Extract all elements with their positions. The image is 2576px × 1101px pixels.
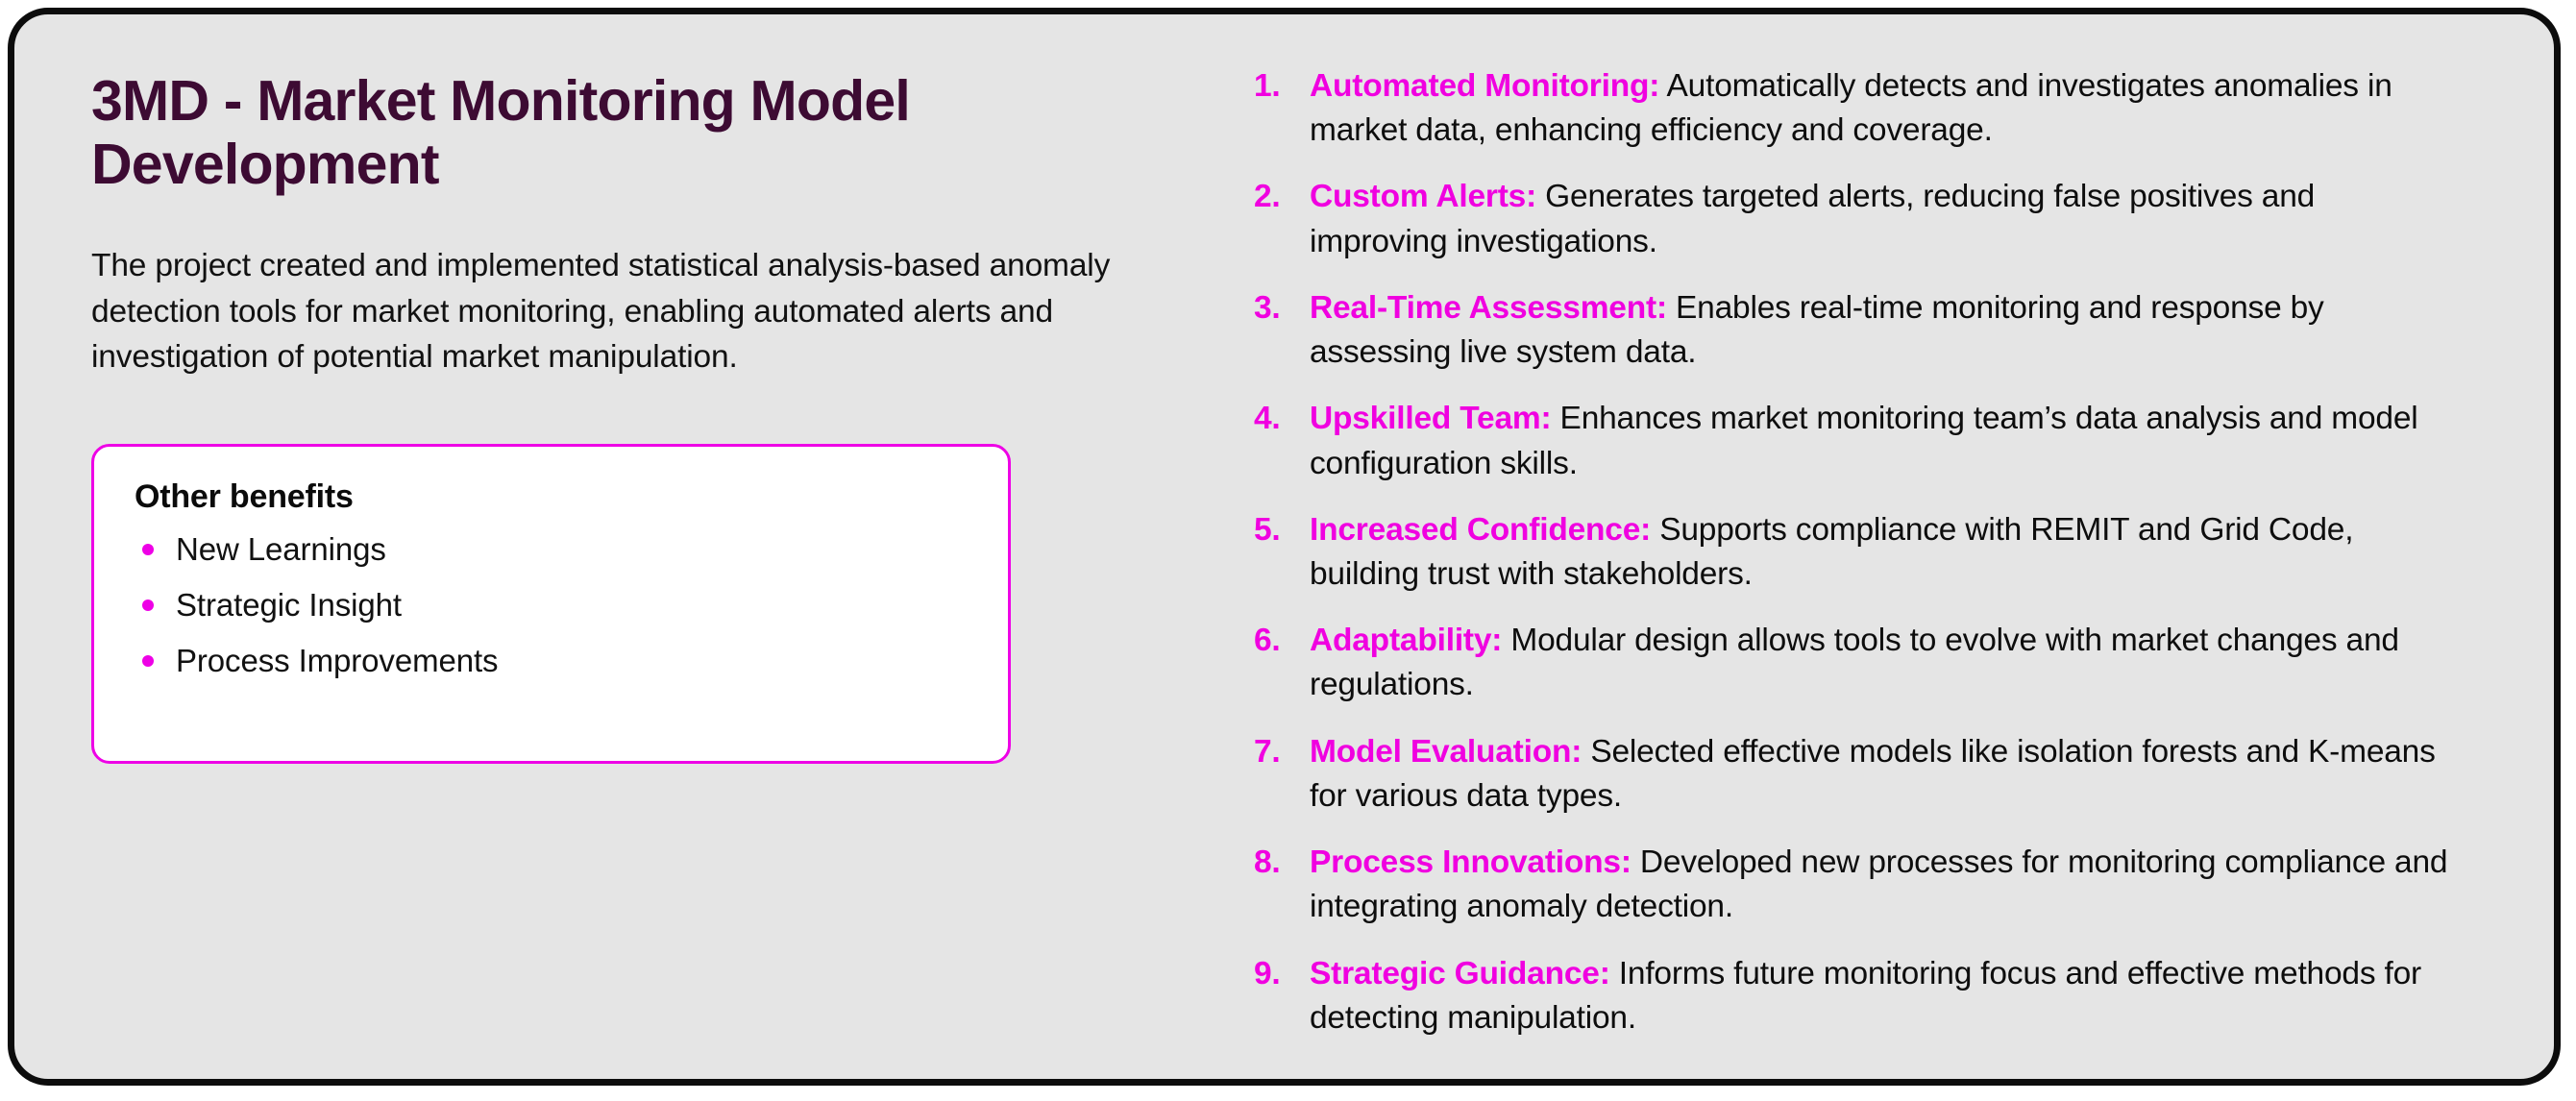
outcome-body: Supports compliance with REMIT and Grid … xyxy=(1310,511,2354,592)
outcome-lead: Model Evaluation: xyxy=(1310,733,1582,770)
list-item: 5. Increased Confidence: Supports complia… xyxy=(1254,508,2448,597)
other-benefits-box: Other benefits New Learnings Strategic I… xyxy=(91,443,1011,764)
outcome-number: 1. xyxy=(1254,68,1281,104)
outcome-lead: Automated Monitoring: xyxy=(1310,68,1660,104)
list-item: Process Improvements xyxy=(135,641,971,681)
outcome-number: 3. xyxy=(1254,289,1281,326)
page-title: 3MD - Market Monitoring Model Developmen… xyxy=(91,69,911,197)
benefit-label: Strategic Insight xyxy=(176,587,402,624)
list-item: 4. Upskilled Team: Enhances market monito… xyxy=(1254,397,2448,485)
project-summary: The project created and implemented stat… xyxy=(91,248,1111,376)
other-benefits-list: New Learnings Strategic Insight Process … xyxy=(135,529,971,682)
outcome-lead: Upskilled Team: xyxy=(1310,401,1552,437)
list-item: 7. Model Evaluation: Selected effective m… xyxy=(1254,730,2448,819)
outcome-number: 2. xyxy=(1254,179,1281,215)
outcome-lead: Real-Time Assessment: xyxy=(1310,289,1667,326)
outcome-lead: Process Innovations: xyxy=(1310,844,1631,881)
bullet-dot-icon xyxy=(142,655,154,668)
outcome-body: Selected effective models like isolation… xyxy=(1310,733,2436,814)
outcome-body: Enables real-time monitoring and respons… xyxy=(1310,289,2324,371)
outcome-lead: Strategic Guidance: xyxy=(1310,955,1610,991)
bullet-dot-icon xyxy=(142,599,154,612)
outcome-number: 5. xyxy=(1254,511,1281,548)
list-item: 6. Adaptability: Modular design allows to… xyxy=(1254,619,2448,707)
list-item: 8. Process Innovations: Developed new pro… xyxy=(1254,841,2448,929)
list-item: 9. Strategic Guidance: Informs future mon… xyxy=(1254,952,2448,1040)
benefit-label: New Learnings xyxy=(176,530,386,567)
outcome-body: Informs future monitoring focus and effe… xyxy=(1310,955,2421,1036)
outcomes-list: 1. Automated Monitoring: Automatically de… xyxy=(1254,64,2448,1040)
other-benefits-heading: Other benefits xyxy=(135,477,354,515)
outcome-number: 8. xyxy=(1254,844,1281,881)
list-item: 1. Automated Monitoring: Automatically de… xyxy=(1254,64,2448,153)
list-item: 3. Real-Time Assessment: Enables real-tim… xyxy=(1254,286,2448,375)
list-item: New Learnings xyxy=(135,529,971,570)
benefit-label: Process Improvements xyxy=(176,643,499,679)
outcome-number: 6. xyxy=(1254,623,1281,659)
bullet-dot-icon xyxy=(142,543,154,555)
list-item: Strategic Insight xyxy=(135,585,971,625)
outcome-body: Developed new processes for monitoring c… xyxy=(1310,844,2448,925)
slide-card: 3MD - Market Monitoring Model Developmen… xyxy=(8,8,2561,1086)
left-column: 3MD - Market Monitoring Model Developmen… xyxy=(14,14,1254,764)
outcome-body: Modular design allows tools to evolve wi… xyxy=(1310,623,2399,703)
outcome-lead: Increased Confidence: xyxy=(1310,511,1652,548)
outcome-lead: Adaptability: xyxy=(1310,623,1503,659)
outcome-body: Generates targeted alerts, reducing fals… xyxy=(1310,179,2316,259)
outcome-number: 9. xyxy=(1254,955,1281,991)
right-column: 1. Automated Monitoring: Automatically de… xyxy=(1254,14,2554,1040)
list-item: 2. Custom Alerts: Generates targeted aler… xyxy=(1254,175,2448,263)
slide-columns: 3MD - Market Monitoring Model Developmen… xyxy=(14,14,2554,1079)
outcome-number: 7. xyxy=(1254,733,1281,770)
outcome-body: Enhances market monitoring team’s data a… xyxy=(1310,401,2418,481)
outcome-lead: Custom Alerts: xyxy=(1310,179,1537,215)
outcome-body: Automatically detects and investigates a… xyxy=(1310,68,2392,149)
outcome-number: 4. xyxy=(1254,401,1281,437)
